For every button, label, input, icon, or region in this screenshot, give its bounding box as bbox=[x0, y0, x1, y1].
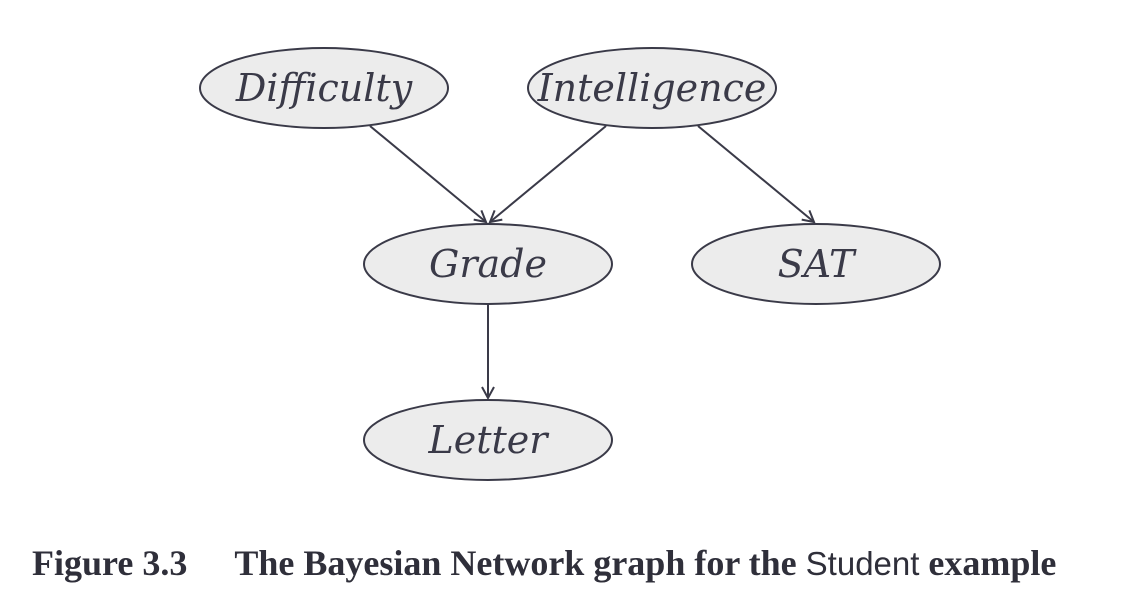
caption-text-bold-end: example bbox=[928, 543, 1057, 583]
node-letter-ellipse bbox=[363, 399, 613, 481]
edge-intelligence-to-sat bbox=[697, 125, 814, 222]
node-grade: Grade bbox=[363, 223, 613, 305]
node-sat-label: SAT bbox=[778, 242, 857, 286]
node-sat: SAT bbox=[691, 223, 941, 305]
node-letter-label: Letter bbox=[428, 418, 551, 462]
figure-number: Figure 3.3 bbox=[32, 543, 188, 583]
edge-difficulty-to-grade bbox=[369, 125, 486, 222]
node-letter: Letter bbox=[363, 399, 613, 481]
node-difficulty-label: Difficulty bbox=[235, 66, 413, 110]
node-grade-label: Grade bbox=[429, 242, 547, 286]
edges bbox=[369, 125, 814, 398]
node-intelligence-label: Intelligence bbox=[537, 66, 767, 110]
caption-text-bold: The Bayesian Network graph for the bbox=[234, 543, 797, 583]
node-difficulty-ellipse bbox=[199, 47, 449, 129]
node-grade-ellipse bbox=[363, 223, 613, 305]
edge-intelligence-to-grade bbox=[490, 125, 607, 222]
figure-caption: Figure 3.3 The Bayesian Network graph fo… bbox=[32, 542, 1132, 584]
node-intelligence: Intelligence bbox=[527, 47, 777, 129]
caption-text-plain: Student bbox=[805, 545, 920, 582]
node-intelligence-ellipse bbox=[527, 47, 777, 129]
node-sat-ellipse bbox=[691, 223, 941, 305]
node-difficulty: Difficulty bbox=[199, 47, 449, 129]
